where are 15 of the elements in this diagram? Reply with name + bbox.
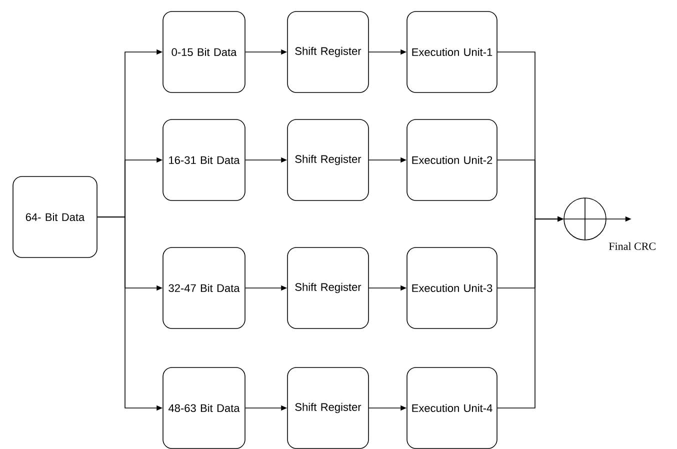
output-label: Final CRC	[608, 242, 656, 250]
process-box: 16-31 Bit Data	[162, 119, 246, 201]
xor-symbol	[564, 198, 606, 240]
process-box: 0-15 Bit Data	[162, 11, 246, 93]
process-box: 64- Bit Data	[12, 176, 98, 258]
process-box: Execution Unit-2	[406, 119, 498, 201]
process-box: Shift Register	[287, 247, 369, 329]
process-box: 32-47 Bit Data	[162, 247, 246, 329]
process-box: 48-63 Bit Data	[162, 367, 246, 449]
process-box: Shift Register	[287, 119, 369, 201]
process-box: Execution Unit-1	[406, 11, 498, 93]
process-box: Execution Unit-3	[406, 247, 498, 329]
process-box: Execution Unit-4	[406, 367, 498, 449]
process-box: Shift Register	[287, 11, 369, 93]
process-box: Shift Register	[287, 367, 369, 449]
